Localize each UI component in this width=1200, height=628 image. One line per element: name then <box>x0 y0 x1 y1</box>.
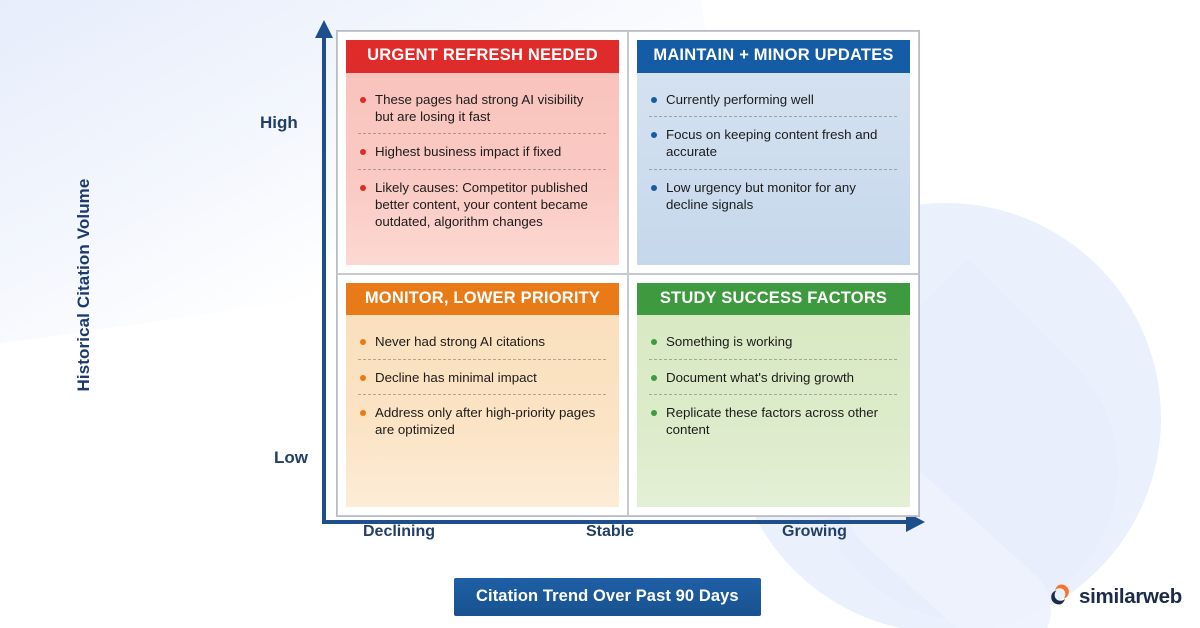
bullet-dot-icon <box>651 339 657 346</box>
quadrant-body-monitor-lower-priority: Never had strong AI citations Decline ha… <box>346 315 619 507</box>
bullet-list-maintain-minor-updates: Currently performing well Focus on keepi… <box>649 85 897 221</box>
quadrant-body-maintain-minor-updates: Currently performing well Focus on keepi… <box>637 72 910 265</box>
bullet-text: Address only after high-priority pages a… <box>375 404 596 438</box>
bullet-text: Low urgency but monitor for any decline … <box>666 179 856 212</box>
y-axis-tick-high: High <box>260 113 298 132</box>
bullet-dot-icon <box>360 339 366 346</box>
quadrant-body-study-success-factors: Something is working Document what's dri… <box>637 315 910 507</box>
quadrant-urgent-refresh-needed[interactable]: URGENT REFRESH NEEDED These pages had st… <box>346 40 619 265</box>
bullet-dot-icon <box>360 184 366 191</box>
y-axis-line <box>322 32 326 524</box>
list-item: Decline has minimal impact <box>358 358 606 394</box>
bullet-list-study-success-factors: Something is working Document what's dri… <box>649 327 897 446</box>
bullet-text: Something is working <box>666 334 793 350</box>
y-axis-tick-low: Low <box>274 448 308 467</box>
list-item: Low urgency but monitor for any decline … <box>649 168 897 222</box>
quadrant-title-monitor-lower-priority: MONITOR, LOWER PRIORITY <box>346 282 619 316</box>
list-item: Document what's driving growth <box>649 358 897 394</box>
bullet-text: Document what's driving growth <box>666 369 855 385</box>
quadrant-cell-top-right: MAINTAIN + MINOR UPDATES Currently perfo… <box>628 31 919 274</box>
x-axis-tick-declining: Declining <box>363 523 436 540</box>
quadrant-grid: URGENT REFRESH NEEDED These pages had st… <box>336 30 920 517</box>
bullet-text: Decline has minimal impact <box>375 369 537 385</box>
bullet-text: Never had strong AI citations <box>375 334 545 350</box>
bullet-text: These pages had strong AI visibility but… <box>375 91 584 125</box>
quadrant-title-urgent-refresh-needed: URGENT REFRESH NEEDED <box>346 40 619 73</box>
bullet-text: Highest business impact if fixed <box>375 144 562 160</box>
quadrant-cell-bottom-right: STUDY SUCCESS FACTORS Something is worki… <box>628 273 919 516</box>
quadrant-monitor-lower-priority[interactable]: MONITOR, LOWER PRIORITY Never had strong… <box>346 282 619 507</box>
bullet-dot-icon <box>360 96 366 103</box>
list-item: Never had strong AI citations <box>358 327 606 358</box>
bullet-dot-icon <box>360 409 366 416</box>
x-axis-line <box>322 520 914 524</box>
list-item: Replicate these factors across other con… <box>649 393 897 447</box>
quadrant-cell-bottom-left: MONITOR, LOWER PRIORITY Never had strong… <box>337 273 628 516</box>
list-item: Currently performing well <box>649 85 897 116</box>
brand-logo: similarweb <box>1049 583 1182 611</box>
bullet-dot-icon <box>651 184 657 191</box>
bullet-list-monitor-lower-priority: Never had strong AI citations Decline ha… <box>358 327 606 446</box>
list-item: Focus on keeping content fresh and accur… <box>649 116 897 169</box>
quadrant-title-maintain-minor-updates: MAINTAIN + MINOR UPDATES <box>637 40 910 73</box>
bullet-text: Likely causes: Competitor published bett… <box>375 179 588 230</box>
quadrant-title-study-success-factors: STUDY SUCCESS FACTORS <box>637 282 910 316</box>
x-axis-caption-banner: Citation Trend Over Past 90 Days <box>454 578 761 616</box>
y-axis-arrow-icon <box>315 20 333 38</box>
x-axis-tick-stable: Stable <box>586 523 635 540</box>
bullet-list-urgent-refresh-needed: These pages had strong AI visibility but… <box>358 85 606 239</box>
bullet-text: Currently performing well <box>666 91 814 107</box>
bullet-dot-icon <box>651 132 657 139</box>
list-item: Address only after high-priority pages a… <box>358 393 606 447</box>
list-item: Highest business impact if fixed <box>358 133 606 168</box>
bullet-dot-icon <box>360 374 366 381</box>
list-item: These pages had strong AI visibility but… <box>358 85 606 134</box>
similarweb-logo-icon <box>1049 583 1072 611</box>
bullet-text: Replicate these factors across other con… <box>666 404 879 438</box>
bullet-text: Focus on keeping content fresh and accur… <box>666 127 878 160</box>
list-item: Something is working <box>649 327 897 358</box>
x-axis-tick-growing: Growing <box>782 523 847 540</box>
bullet-dot-icon <box>360 149 366 156</box>
brand-name: similarweb <box>1079 585 1182 608</box>
bullet-dot-icon <box>651 96 657 103</box>
y-axis-title: Historical Citation Volume <box>74 178 93 392</box>
quadrant-study-success-factors[interactable]: STUDY SUCCESS FACTORS Something is worki… <box>637 282 910 507</box>
bullet-dot-icon <box>651 409 657 416</box>
bullet-dot-icon <box>651 374 657 381</box>
quadrant-body-urgent-refresh-needed: These pages had strong AI visibility but… <box>346 72 619 265</box>
quadrant-cell-top-left: URGENT REFRESH NEEDED These pages had st… <box>337 31 628 274</box>
quadrant-maintain-minor-updates[interactable]: MAINTAIN + MINOR UPDATES Currently perfo… <box>637 40 910 265</box>
list-item: Likely causes: Competitor published bett… <box>358 168 606 239</box>
